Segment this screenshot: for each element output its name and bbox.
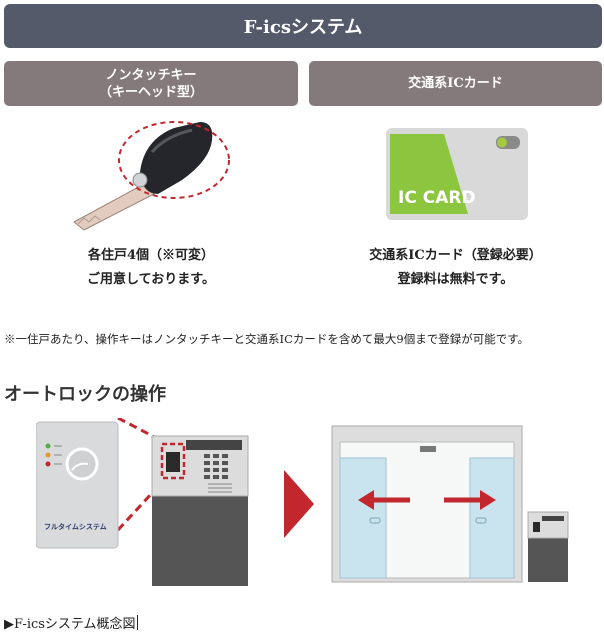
non-touch-key-image <box>73 121 230 231</box>
door-side-terminal <box>527 511 569 582</box>
category-non-touch-key-line1: ノンタッチキー <box>105 67 197 83</box>
key-head-highlight-circle <box>118 121 230 199</box>
reader-panel-closeup <box>36 421 119 549</box>
indicator-led-orange <box>45 452 51 458</box>
category-non-touch-key: ノンタッチキー （キーヘッド型） <box>4 61 298 106</box>
door-sensor <box>420 446 436 452</box>
terminal-reader-highlight <box>160 442 186 480</box>
key-caption-line1: 各住戸4個（※可変） <box>87 248 215 263</box>
category-non-touch-key-line2: （キーヘッド型） <box>98 84 203 100</box>
autolock-diagram: フルタイムシステム <box>36 418 604 586</box>
automatic-door <box>331 425 523 583</box>
text-cursor <box>136 615 138 630</box>
diagram-caption-text: ▶F-icsシステム概念図 <box>4 617 136 632</box>
diagram-caption: ▶F-icsシステム概念図 <box>4 613 138 632</box>
entrance-control-terminal <box>151 435 249 586</box>
flow-arrow-icon <box>284 470 314 538</box>
system-title-banner: F-icsシステム <box>4 4 602 48</box>
terminal-display <box>186 440 242 450</box>
key-caption-line2: ご用意しております。 <box>87 272 215 287</box>
registration-note: ※一住戸あたり、操作キーはノンタッチキーと交通系ICカードを含めて最大9個まで登… <box>4 332 530 346</box>
key-blade <box>73 183 155 231</box>
card-caption-line2: 登録料は無料です。 <box>397 272 514 287</box>
card-caption-line1: 交通系ICカード（登録必要） <box>369 248 542 263</box>
category-ic-card-label: 交通系ICカード <box>408 76 503 91</box>
section-heading: オートロックの操作 <box>4 384 166 405</box>
indicator-led-green <box>45 443 51 449</box>
card-caption: 交通系ICカード（登録必要） 登録料は無料です。 <box>309 244 602 292</box>
ic-card-text: IC CARD <box>398 188 476 208</box>
key-head <box>132 122 213 194</box>
ic-card-image: IC CARD <box>386 128 528 220</box>
category-ic-card: 交通系ICカード <box>309 61 602 106</box>
terminal-reader-slot <box>166 452 180 472</box>
door-open-arrow-right-icon <box>444 490 496 510</box>
key-caption: 各住戸4個（※可変） ご用意しております。 <box>4 244 298 292</box>
indicator-led-red <box>45 461 51 467</box>
system-title: F-icsシステム <box>243 17 363 38</box>
reader-brand-label: フルタイムシステム <box>44 523 107 531</box>
door-open-arrow-left-icon <box>358 490 410 510</box>
terminal-keypad <box>204 454 228 479</box>
